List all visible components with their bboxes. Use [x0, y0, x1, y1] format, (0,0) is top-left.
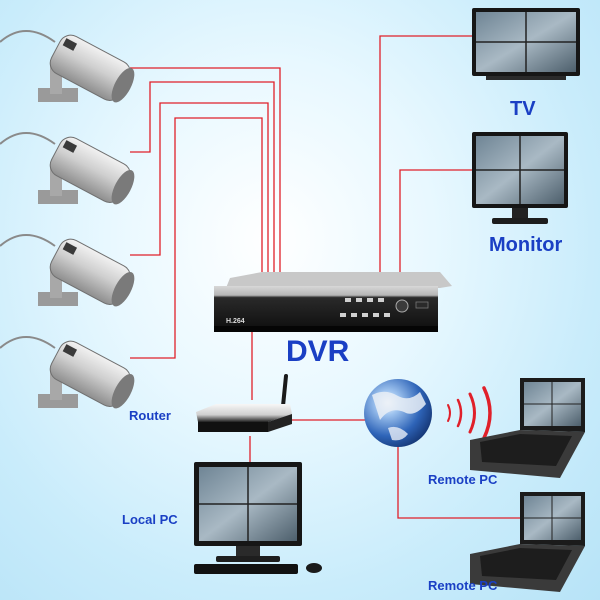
- monitor-cable: [399, 169, 472, 272]
- cctv-camera-2: [0, 132, 135, 205]
- laptop-icon-1: [470, 378, 585, 478]
- wifi-router-icon: [196, 374, 292, 432]
- label-remote-pc-2: Remote PC: [428, 578, 498, 593]
- camera-1-cable: [130, 67, 281, 272]
- label-tv: TV: [510, 98, 536, 120]
- camera-2-cable: [130, 81, 275, 272]
- globe-remotepc-cable: [397, 446, 520, 519]
- desktop-pc-icon: [194, 462, 322, 574]
- label-monitor: Monitor: [489, 234, 563, 256]
- cctv-camera-3: [0, 234, 135, 307]
- internet-globe-icon: [364, 379, 432, 447]
- cctv-camera-4: [0, 336, 135, 409]
- tv-screen-icon: [472, 8, 580, 80]
- label-remote-pc-1: Remote PC: [428, 472, 498, 487]
- dvr-badge-text: H.264: [226, 318, 245, 325]
- laptop-icon-2: [470, 492, 585, 592]
- label-router: Router: [129, 408, 171, 423]
- tv-cable: [379, 35, 472, 272]
- monitor-icon: [472, 132, 568, 224]
- camera-3-cable: [130, 102, 269, 272]
- wireless-signal-icon: [447, 386, 492, 440]
- label-dvr: DVR: [286, 335, 350, 368]
- dvr-recorder-icon: [214, 272, 452, 332]
- camera-4-cable: [130, 117, 263, 359]
- connection-lines: [130, 35, 520, 519]
- cctv-camera-1: [0, 30, 135, 103]
- label-local-pc: Local PC: [122, 512, 178, 527]
